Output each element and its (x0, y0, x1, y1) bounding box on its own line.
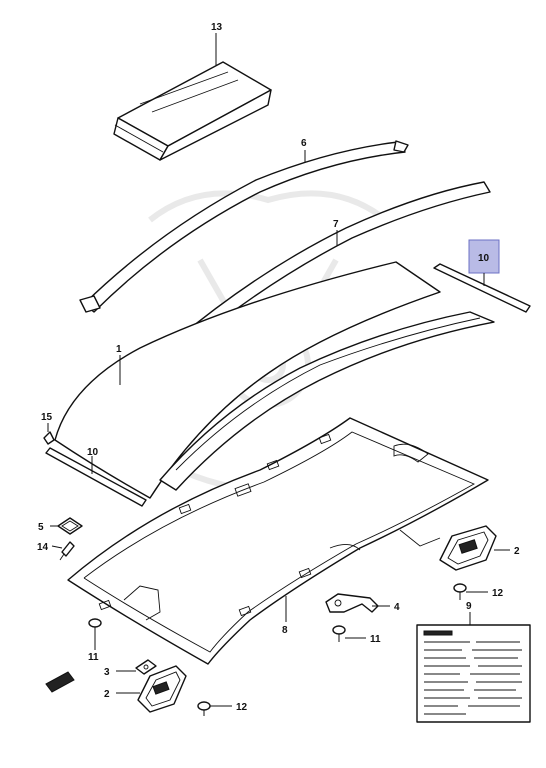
callout-7: 7 (333, 219, 339, 230)
part-13-package (113, 61, 272, 161)
callout-12-left: 12 (236, 702, 248, 713)
headliner-sub-layers (159, 311, 495, 491)
callout-1: 1 (116, 344, 122, 355)
part-6-molding (79, 140, 409, 313)
leader-14 (51, 545, 63, 549)
part-11-screw-right (332, 625, 346, 642)
callout-11-right: 11 (370, 634, 381, 645)
part-12-screw-right (453, 583, 467, 600)
callout-13: 13 (211, 22, 223, 33)
callout-10-highlight: 10 (478, 253, 490, 264)
part-10-strip-left (45, 447, 147, 507)
part-8-roof-frame (67, 417, 489, 665)
callout-15: 15 (41, 412, 53, 423)
part-11-screw-left (88, 618, 102, 640)
callout-4: 4 (394, 602, 400, 613)
part-4-hook (325, 593, 379, 613)
part-5-clip (57, 517, 83, 535)
part-15-clip (43, 431, 55, 445)
part-2-holder-right (439, 525, 497, 571)
part-12-screw-left (197, 701, 211, 716)
part-1-headliner (54, 261, 441, 499)
small-clip-part (45, 671, 75, 693)
part-2-holder-left (137, 665, 187, 713)
callout-6: 6 (301, 138, 307, 149)
callout-9: 9 (466, 601, 472, 612)
part-3-bracket (135, 659, 157, 675)
callout-10-highlight-box (468, 239, 500, 274)
callout-3: 3 (104, 667, 110, 678)
callout-11-left: 11 (88, 652, 99, 663)
part-9-label (416, 624, 531, 723)
callout-14: 14 (37, 542, 49, 553)
part-14-pin (59, 541, 75, 561)
callout-2-right: 2 (514, 546, 520, 557)
callout-12-right: 12 (492, 588, 504, 599)
callout-5: 5 (38, 522, 44, 533)
part-10-strip-right (433, 263, 531, 313)
callout-10: 10 (87, 447, 99, 458)
callout-2-left: 2 (104, 689, 110, 700)
callout-8: 8 (282, 625, 288, 636)
